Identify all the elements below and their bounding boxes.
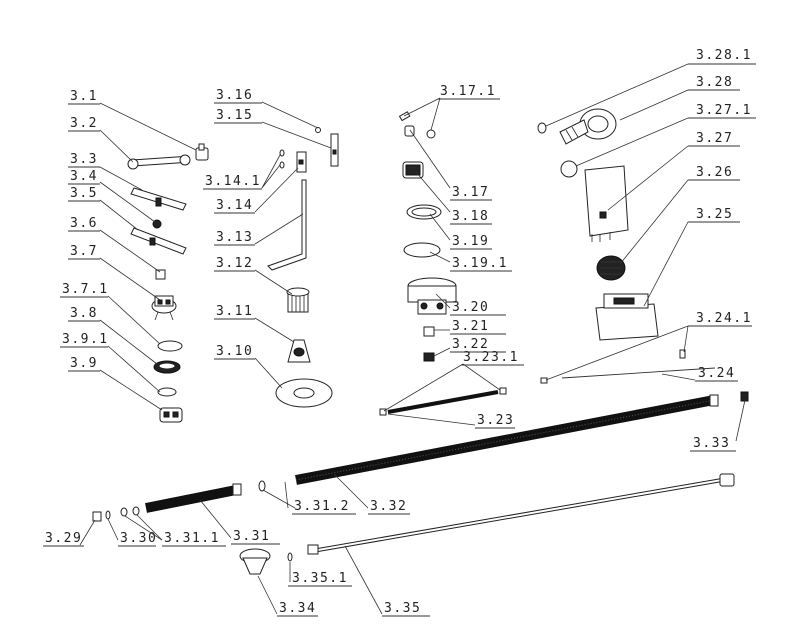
label-3-6: 3.6 xyxy=(70,216,98,231)
part-3-31 xyxy=(145,483,242,513)
part-3-35 xyxy=(307,473,735,555)
part-3-3 xyxy=(130,187,187,229)
part-3-7-1 xyxy=(157,340,183,352)
label-3-4: 3.4 xyxy=(70,169,98,184)
part-3-27-1 xyxy=(560,160,578,178)
label-3-10: 3.10 xyxy=(216,344,253,359)
part-3-19-1 xyxy=(403,242,441,258)
part-3-12 xyxy=(286,287,310,313)
part-3-34 xyxy=(239,548,271,575)
part-3-9 xyxy=(159,407,183,423)
label-3-1: 3.1 xyxy=(70,89,98,104)
label-3-5: 3.5 xyxy=(70,186,98,201)
label-3-23: 3.23 xyxy=(477,413,514,428)
label-3-18: 3.18 xyxy=(452,209,489,224)
label-3-28: 3.28 xyxy=(696,75,733,90)
label-3-22: 3.22 xyxy=(452,337,489,352)
part-3-24-1 xyxy=(540,349,686,384)
label-3-27-1: 3.27.1 xyxy=(696,103,752,118)
label-3-7-1: 3.7.1 xyxy=(62,282,109,297)
label-3-34: 3.34 xyxy=(279,601,316,616)
label-3-19-1: 3.19.1 xyxy=(452,256,508,271)
label-3-24-1: 3.24.1 xyxy=(696,311,752,326)
part-3-6 xyxy=(155,269,166,280)
part-3-16 xyxy=(330,133,339,167)
part-3-23 xyxy=(379,387,507,416)
label-3-25: 3.25 xyxy=(696,207,733,222)
part-3-2 xyxy=(127,154,191,170)
label-3-20: 3.20 xyxy=(452,300,489,315)
label-3-24: 3.24 xyxy=(698,366,735,381)
part-3-29 xyxy=(92,511,102,522)
part-3-27 xyxy=(584,165,629,242)
part-3-18 xyxy=(402,161,424,179)
label-3-9: 3.9 xyxy=(70,356,98,371)
part-3-19 xyxy=(406,204,442,220)
part-3-11 xyxy=(287,339,311,363)
label-3-30: 3.30 xyxy=(120,531,157,546)
part-3-20 xyxy=(407,277,457,315)
label-3-35-1: 3.35.1 xyxy=(292,571,348,586)
part-3-28 xyxy=(559,108,617,145)
label-3-26: 3.26 xyxy=(696,165,733,180)
label-3-33: 3.33 xyxy=(693,436,730,451)
part-3-7 xyxy=(151,295,177,321)
part-3-15 xyxy=(315,127,321,133)
part-3-28-1 xyxy=(537,122,547,134)
part-3-24 xyxy=(561,367,716,379)
part-3-13 xyxy=(267,179,307,271)
callout-labels: 3.1 3.2 3.3 3.4 3.5 3.6 3.7 3.7.1 3.8 3.… xyxy=(43,48,756,617)
part-3-10 xyxy=(275,378,333,408)
part-3-21 xyxy=(423,326,435,337)
label-3-32: 3.32 xyxy=(370,499,407,514)
label-3-17: 3.17 xyxy=(452,185,489,200)
label-3-31-1: 3.31.1 xyxy=(164,531,220,546)
part-3-9-1 xyxy=(157,387,177,397)
label-3-2: 3.2 xyxy=(70,116,98,131)
label-3-23-1: 3.23.1 xyxy=(463,350,519,365)
label-3-28-1: 3.28.1 xyxy=(696,48,752,63)
label-3-21: 3.21 xyxy=(452,319,489,334)
part-3-31-2 xyxy=(258,480,266,492)
label-3-14-1: 3.14.1 xyxy=(205,174,261,189)
label-3-31: 3.31 xyxy=(233,529,270,544)
part-3-31-1 xyxy=(120,506,140,517)
label-3-17-1: 3.17.1 xyxy=(440,84,496,99)
part-3-8 xyxy=(153,360,181,374)
part-3-26 xyxy=(596,255,626,281)
part-3-25 xyxy=(595,293,659,341)
part-3-32 xyxy=(295,394,719,485)
label-3-35: 3.35 xyxy=(384,601,421,616)
label-3-12: 3.12 xyxy=(216,256,253,271)
label-3-9-1: 3.9.1 xyxy=(62,332,109,347)
label-3-13: 3.13 xyxy=(216,230,253,245)
label-3-15: 3.15 xyxy=(216,108,253,123)
part-3-17 xyxy=(404,125,415,137)
part-3-33 xyxy=(740,391,749,402)
part-3-1 xyxy=(195,143,209,161)
label-3-8: 3.8 xyxy=(70,306,98,321)
label-3-3: 3.3 xyxy=(70,152,98,167)
label-3-19: 3.19 xyxy=(452,234,489,249)
parts xyxy=(92,108,749,575)
part-3-5 xyxy=(130,227,187,255)
part-3-14-1 xyxy=(279,149,285,169)
label-3-11: 3.11 xyxy=(216,304,253,319)
label-3-31-2: 3.31.2 xyxy=(294,499,350,514)
part-3-14 xyxy=(296,151,307,173)
part-3-30 xyxy=(105,510,111,520)
label-3-16: 3.16 xyxy=(216,88,253,103)
part-3-35-1 xyxy=(287,552,293,562)
label-3-14: 3.14 xyxy=(216,198,253,213)
label-3-27: 3.27 xyxy=(696,131,733,146)
leader-lines xyxy=(79,63,746,615)
part-3-22 xyxy=(423,352,435,362)
label-3-7: 3.7 xyxy=(70,244,98,259)
label-3-29: 3.29 xyxy=(45,531,82,546)
